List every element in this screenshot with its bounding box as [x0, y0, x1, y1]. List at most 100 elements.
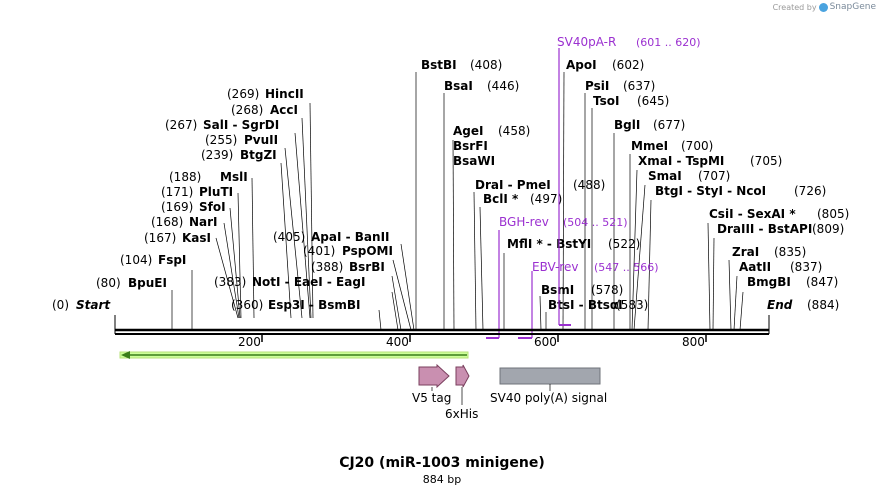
site-agei[interactable]: AgeI(458) [453, 124, 530, 138]
primer-ebv-rev[interactable]: EBV-rev (547 .. 566) [518, 260, 659, 339]
site-bmgbi[interactable]: BmgBI (847) [747, 275, 838, 289]
site-bsrfi[interactable]: BsrFI [453, 139, 488, 153]
site-name: MslI [220, 170, 248, 184]
feature-6xhis[interactable]: 6xHis [445, 364, 478, 421]
feature-v5-tag[interactable]: V5 tag [412, 363, 451, 405]
site-name: BmgBI [747, 275, 791, 289]
site-position: (637) [623, 79, 655, 93]
site-mmei[interactable]: MmeI(700) [631, 139, 713, 153]
site-psii[interactable]: PsiI (637) [585, 79, 655, 93]
primer-name-bgh-rev: BGH-rev [499, 215, 549, 229]
primer-bgh-rev[interactable]: BGH-rev (504 .. 521) [486, 215, 628, 339]
site-bgli[interactable]: BglI (677) [614, 118, 685, 132]
primer-sv40pa-r[interactable]: SV40pA-R (601 .. 620) [557, 35, 701, 326]
site-position: (168) [151, 215, 183, 229]
site-name: ApaI - BanII [311, 230, 390, 244]
site-bpuei[interactable]: BpuEI(80) [96, 276, 167, 290]
site-bsrbi[interactable]: BsrBI (388) [311, 260, 385, 274]
site-bcli[interactable]: BclI *(497) [483, 192, 562, 206]
site-name: PsiI [585, 79, 609, 93]
site-zrai[interactable]: ZraI(835) [732, 245, 806, 259]
site-apai-banii[interactable]: ApaI - BanII (405) [273, 230, 390, 244]
site-aatii[interactable]: AatII(837) [739, 260, 822, 274]
site-mfli-bstyi[interactable]: MflI * - BstYI(522) [507, 237, 640, 251]
feature-label-sv40-polya: SV40 poly(A) signal [490, 391, 607, 405]
site-position: (847) [806, 275, 838, 289]
site-pspomi[interactable]: PspOMI (401) [303, 244, 393, 258]
site-position: (383) [214, 275, 246, 289]
site-apoi[interactable]: ApoI(602) [566, 58, 644, 72]
site-hincii[interactable]: HincII(269) [227, 87, 304, 101]
sequence-backbone [115, 328, 769, 335]
site-name: BsaWI [453, 154, 495, 168]
site-msli[interactable]: MslI(188) [169, 170, 248, 184]
site-position: (405) [273, 230, 305, 244]
site-name: BsmI [541, 283, 574, 297]
snapgene-logo-icon [818, 2, 828, 12]
site-name: KasI [182, 231, 211, 245]
site-position: (835) [774, 245, 806, 259]
site-position: (401) [303, 244, 335, 258]
site-name: BsrFI [453, 139, 488, 153]
site-tsoi[interactable]: TsoI(645) [593, 94, 669, 108]
site-bsmi[interactable]: BsmI(578) [541, 283, 623, 297]
site-pvuii[interactable]: PvuII (255) [205, 133, 278, 147]
site-position: (707) [698, 169, 730, 183]
site-position: (522) [608, 237, 640, 251]
site-position: (837) [790, 260, 822, 274]
site-position: (360) [231, 298, 263, 312]
site-pluti[interactable]: PluTI(171) [161, 185, 233, 199]
credit-text: Created by [772, 2, 817, 12]
site-kasi[interactable]: KasI(167) [144, 231, 211, 245]
site-bstbi[interactable]: BstBI(408) [421, 58, 502, 72]
map-subtitle: 884 bp [422, 473, 462, 486]
site-position: (677) [653, 118, 685, 132]
site-btsi-bts-i[interactable]: BtsI - BtsαI(583) [548, 298, 648, 312]
site-position: (388) [311, 260, 343, 274]
end-position: (884) [807, 298, 839, 312]
site-name: DraI - PmeI [475, 178, 551, 192]
site-name: BclI * [483, 192, 519, 206]
site-smai[interactable]: SmaI(707) [648, 169, 730, 183]
site-position: (255) [205, 133, 237, 147]
site-acci[interactable]: AccI(268) [231, 103, 298, 117]
site-noti-eaei-eagi[interactable]: NotI - EaeI - EagI (383) [214, 275, 365, 289]
feature-sv40-polya-signal[interactable]: SV40 poly(A) signal [490, 367, 607, 405]
site-name: BglI [614, 118, 640, 132]
site-draiii-bstapi[interactable]: DraIII - BstAPI(809) [717, 222, 844, 236]
site-name: FspI [158, 253, 186, 267]
site-csii-sexai[interactable]: CsiI - SexAI *(805) [709, 207, 849, 221]
site-bsai[interactable]: BsaI(446) [444, 79, 519, 93]
start-position: (0) [52, 298, 69, 312]
site-bsawi[interactable]: BsaWI [453, 154, 495, 168]
site-name: BtgI - StyI - NcoI [655, 184, 766, 198]
site-position: (267) [165, 118, 197, 132]
site-position: (645) [637, 94, 669, 108]
site-name: PspOMI [342, 244, 393, 258]
site-position: (171) [161, 185, 193, 199]
site-name: BsrBI [349, 260, 385, 274]
site-sali-sgrdi[interactable]: SalI - SgrDI(267) [165, 118, 279, 132]
site-leaders [171, 71, 744, 331]
site-btgi-styi-ncoi[interactable]: BtgI - StyI - NcoI(726) [655, 184, 826, 198]
site-name: AccI [270, 103, 298, 117]
site-fspi[interactable]: FspI (104) [120, 253, 186, 267]
site-nari[interactable]: NarI(168) [151, 215, 218, 229]
ruler-tick-600: 600 [534, 335, 557, 349]
ruler: 200 400 600 800 [238, 334, 707, 349]
site-name: BstBI [421, 58, 457, 72]
site-sfoi[interactable]: SfoI(169) [161, 200, 226, 214]
site-name: NotI - EaeI - EagI [252, 275, 365, 289]
site-position: (104) [120, 253, 152, 267]
primer-name-sv40pa-r: SV40pA-R [557, 35, 616, 49]
site-btgzi[interactable]: BtgZI(239) [201, 148, 277, 162]
site-position: (583) [616, 298, 648, 312]
site-drai-pmei[interactable]: DraI - PmeI(488) [475, 178, 605, 192]
orf-arrow[interactable] [119, 351, 469, 359]
site-name: PvuII [244, 133, 278, 147]
site-position: (169) [161, 200, 193, 214]
site-esp3i-bsmbi[interactable]: Esp3I - BsmBI(360) [231, 298, 360, 312]
site-xmai-tspmi[interactable]: XmaI - TspMI(705) [638, 154, 782, 168]
site-position: (80) [96, 276, 121, 290]
primer-range-bgh-rev: (504 .. 521) [563, 216, 628, 229]
